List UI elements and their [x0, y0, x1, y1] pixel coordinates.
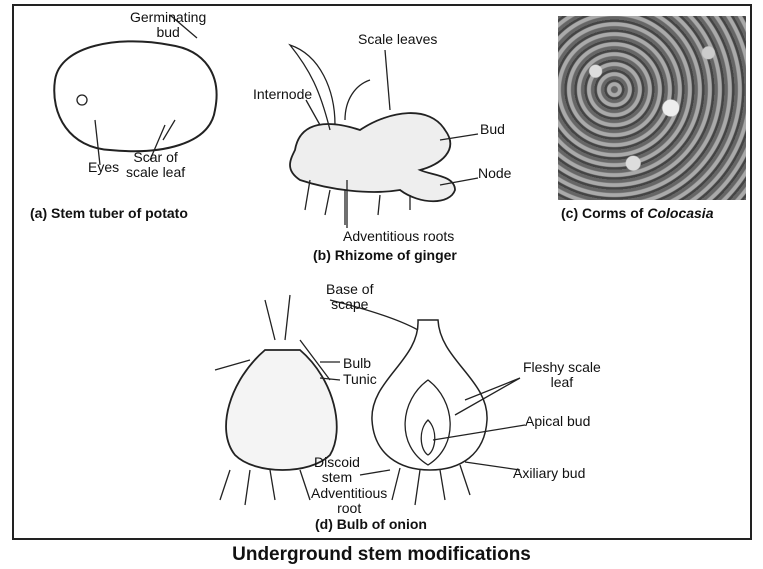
onion-drawing	[214, 294, 526, 506]
label-internode: Internode	[253, 86, 313, 102]
caption-ginger: (b) Rhizome of ginger	[313, 247, 457, 263]
label-adventitious-roots: Adventitious roots	[343, 228, 455, 244]
ginger-drawing	[288, 43, 479, 228]
label-apical-bud: Apical bud	[525, 413, 591, 429]
label-bud: Bud	[480, 121, 505, 137]
label-bulb: Bulb	[343, 355, 372, 371]
caption-potato: (a) Stem tuber of potato	[30, 205, 188, 221]
label-axiliary-bud: Axiliary bud	[513, 465, 586, 481]
caption-onion: (d) Bulb of onion	[315, 516, 427, 532]
figure-frame	[12, 4, 752, 540]
label-node: Node	[478, 165, 512, 181]
label-tunic: Tunic	[343, 371, 377, 387]
figure-title: Underground stem modifications	[232, 544, 531, 565]
potato-drawing	[53, 14, 218, 166]
label-scale-leaves: Scale leaves	[358, 31, 438, 47]
label-eyes: Eyes	[88, 159, 120, 175]
caption-colocasia: (c) Corms of Colocasia	[561, 205, 714, 221]
colocasia-corms-photo	[558, 16, 746, 200]
